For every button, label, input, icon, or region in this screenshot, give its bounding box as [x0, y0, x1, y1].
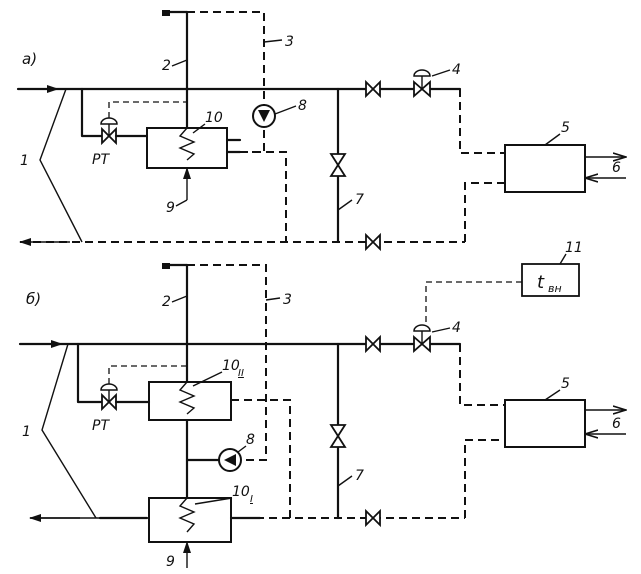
label-2-a: 2	[162, 58, 171, 74]
label-4-a: 4	[452, 62, 461, 78]
label-10-upper-sub-b: II	[238, 368, 244, 379]
supply-to-heater-5-a	[459, 89, 505, 154]
heater-return-a	[240, 151, 287, 242]
recirculation-pipe-a	[187, 11, 265, 153]
pipe-leader-a	[39, 88, 83, 243]
label-2-b: 2	[162, 294, 171, 310]
label-10-lower-sub-b: I	[250, 494, 253, 505]
scheme-b: б) 1 2 3 8 10 II	[18, 240, 626, 570]
water-heater-stage-1-b	[148, 497, 232, 543]
scheme-a-letter: а)	[22, 50, 37, 68]
tap-icon-a	[162, 10, 170, 16]
heater-coil-icon-stage-2-b	[178, 381, 196, 415]
heater-coil-icon-stage-1-b	[178, 497, 196, 533]
heater-coil-icon-a	[178, 127, 196, 161]
tap-icon-b	[162, 263, 170, 269]
rt-sensor-line-b	[108, 365, 187, 384]
label-rt-b: РТ	[92, 418, 110, 434]
label-1-b: 1	[22, 424, 31, 440]
scheme-b-letter: б)	[26, 290, 41, 308]
heater-stage-2-return-b	[231, 399, 291, 518]
label-3-a: 3	[285, 34, 294, 50]
supply-to-heater-5-b	[459, 344, 505, 406]
rt-sensor-line-a	[108, 101, 187, 118]
pipe-leader-b	[41, 343, 97, 519]
label-10-a: 10	[205, 110, 223, 126]
label-8-a: 8	[298, 98, 307, 114]
air-heater-5-b	[504, 399, 586, 448]
label-7-b: 7	[355, 468, 364, 484]
label-5-a: 5	[561, 120, 570, 136]
label-6-b: 6	[612, 416, 621, 432]
label-11-b: 11	[565, 240, 583, 256]
bypass-valve-icon-b	[329, 424, 347, 448]
label-3-b: 3	[283, 292, 292, 308]
return-from-heater-5-b	[464, 439, 505, 518]
return-valve-icon-a	[365, 232, 381, 252]
label-rt-a: РТ	[92, 152, 110, 168]
water-heater-stage-2-b	[148, 381, 232, 421]
label-9-b: 9	[166, 554, 175, 570]
label-6-a: 6	[612, 160, 621, 176]
label-5-b: 5	[561, 376, 570, 392]
label-7-a: 7	[355, 192, 364, 208]
recirculation-pipe-b	[187, 264, 267, 461]
indoor-temp-sensor-11	[521, 263, 580, 297]
air-heater-5-a	[504, 144, 586, 193]
sensor-t-label: t	[537, 272, 545, 293]
shutoff-valve-icon-b	[365, 334, 381, 354]
return-from-heater-5-a	[464, 182, 505, 242]
label-4-b: 4	[452, 320, 461, 336]
label-10-upper-b: 10	[222, 358, 240, 374]
water-heater-a	[146, 127, 228, 169]
label-9-a: 9	[166, 200, 175, 216]
label-10-lower-b: 10	[232, 484, 250, 500]
shutoff-valve-icon-a	[365, 79, 381, 99]
return-valve-icon-b	[365, 508, 381, 528]
label-8-b: 8	[246, 432, 255, 448]
sensor-signal-line-b	[425, 281, 522, 326]
label-1-a: 1	[20, 153, 29, 169]
scheme-a: а) 1 2 3 8 10 9	[16, 10, 626, 252]
bypass-valve-icon-a	[329, 153, 347, 177]
sensor-sub-label: вн	[548, 282, 562, 295]
